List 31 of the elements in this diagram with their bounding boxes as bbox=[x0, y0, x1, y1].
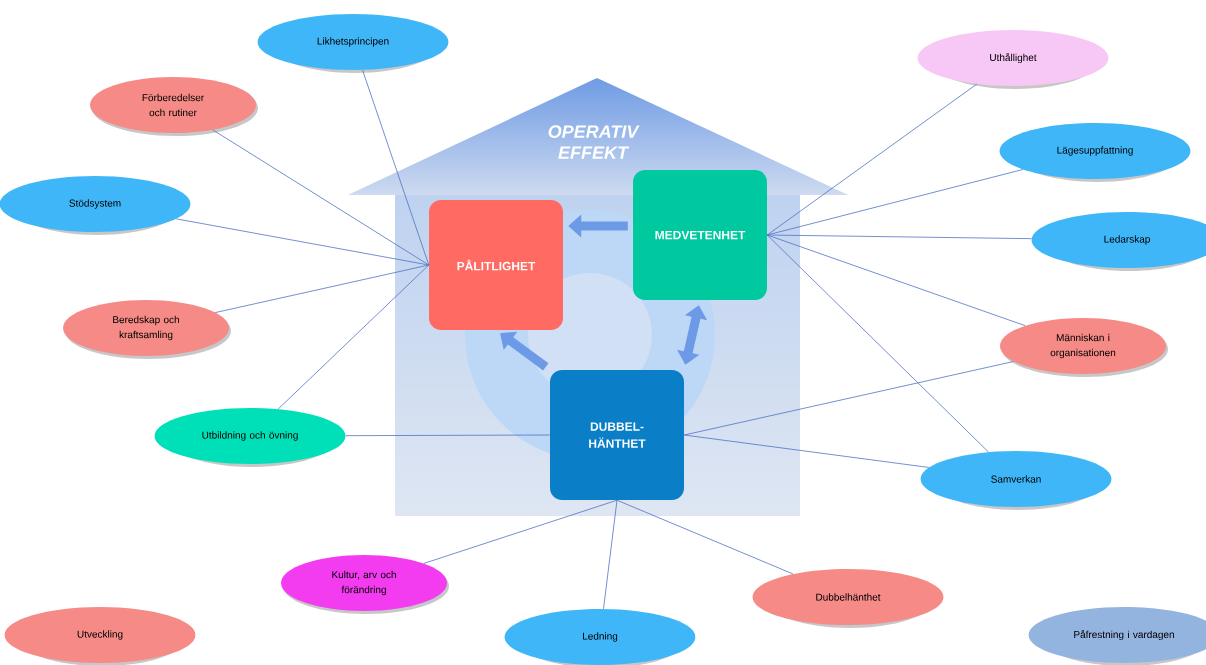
ellipse-node: Samverkan bbox=[920, 451, 1112, 510]
connector-line bbox=[215, 264, 430, 313]
process-box: DUBBEL-HÄNTHET bbox=[550, 370, 684, 500]
process-box: MEDVETENHET bbox=[633, 170, 767, 300]
ellipse-node: Lägesuppfattning bbox=[999, 123, 1191, 182]
connector-line bbox=[616, 499, 794, 575]
ellipse-node: Likhetsprincipen bbox=[257, 14, 449, 73]
connector-line bbox=[766, 234, 989, 453]
ellipse-node: Ledning bbox=[504, 609, 696, 665]
ellipse-node: Uthållighet bbox=[917, 30, 1109, 89]
connector-line bbox=[277, 264, 430, 410]
connector-line bbox=[683, 361, 1014, 436]
ellipse-node: Människan i organisationen bbox=[1000, 318, 1168, 377]
ellipse-node: Utveckling bbox=[4, 607, 196, 665]
connector-line bbox=[766, 234, 1026, 327]
ellipse-node: Förberedelser och rutiner bbox=[90, 77, 258, 136]
connector-line bbox=[766, 234, 1032, 240]
ellipse-node: Dubbelhänthet bbox=[752, 569, 944, 628]
connector-line bbox=[175, 218, 430, 266]
ellipse-node: Utbildning och övning bbox=[154, 408, 346, 467]
house-title: OPERATIV EFFEKT bbox=[548, 125, 640, 159]
connector-line bbox=[423, 499, 618, 564]
connector-line bbox=[766, 83, 978, 236]
ellipse-node: Kultur, arv och förändring bbox=[281, 555, 449, 614]
connector-line bbox=[212, 129, 430, 266]
connector-line bbox=[603, 499, 618, 610]
ellipse-node: Beredskap och kraftsamling bbox=[63, 300, 231, 359]
process-box: PÅLITLIGHET bbox=[429, 200, 563, 330]
connector-line bbox=[362, 69, 430, 266]
connector-line bbox=[683, 434, 930, 468]
connector-line bbox=[345, 434, 551, 437]
